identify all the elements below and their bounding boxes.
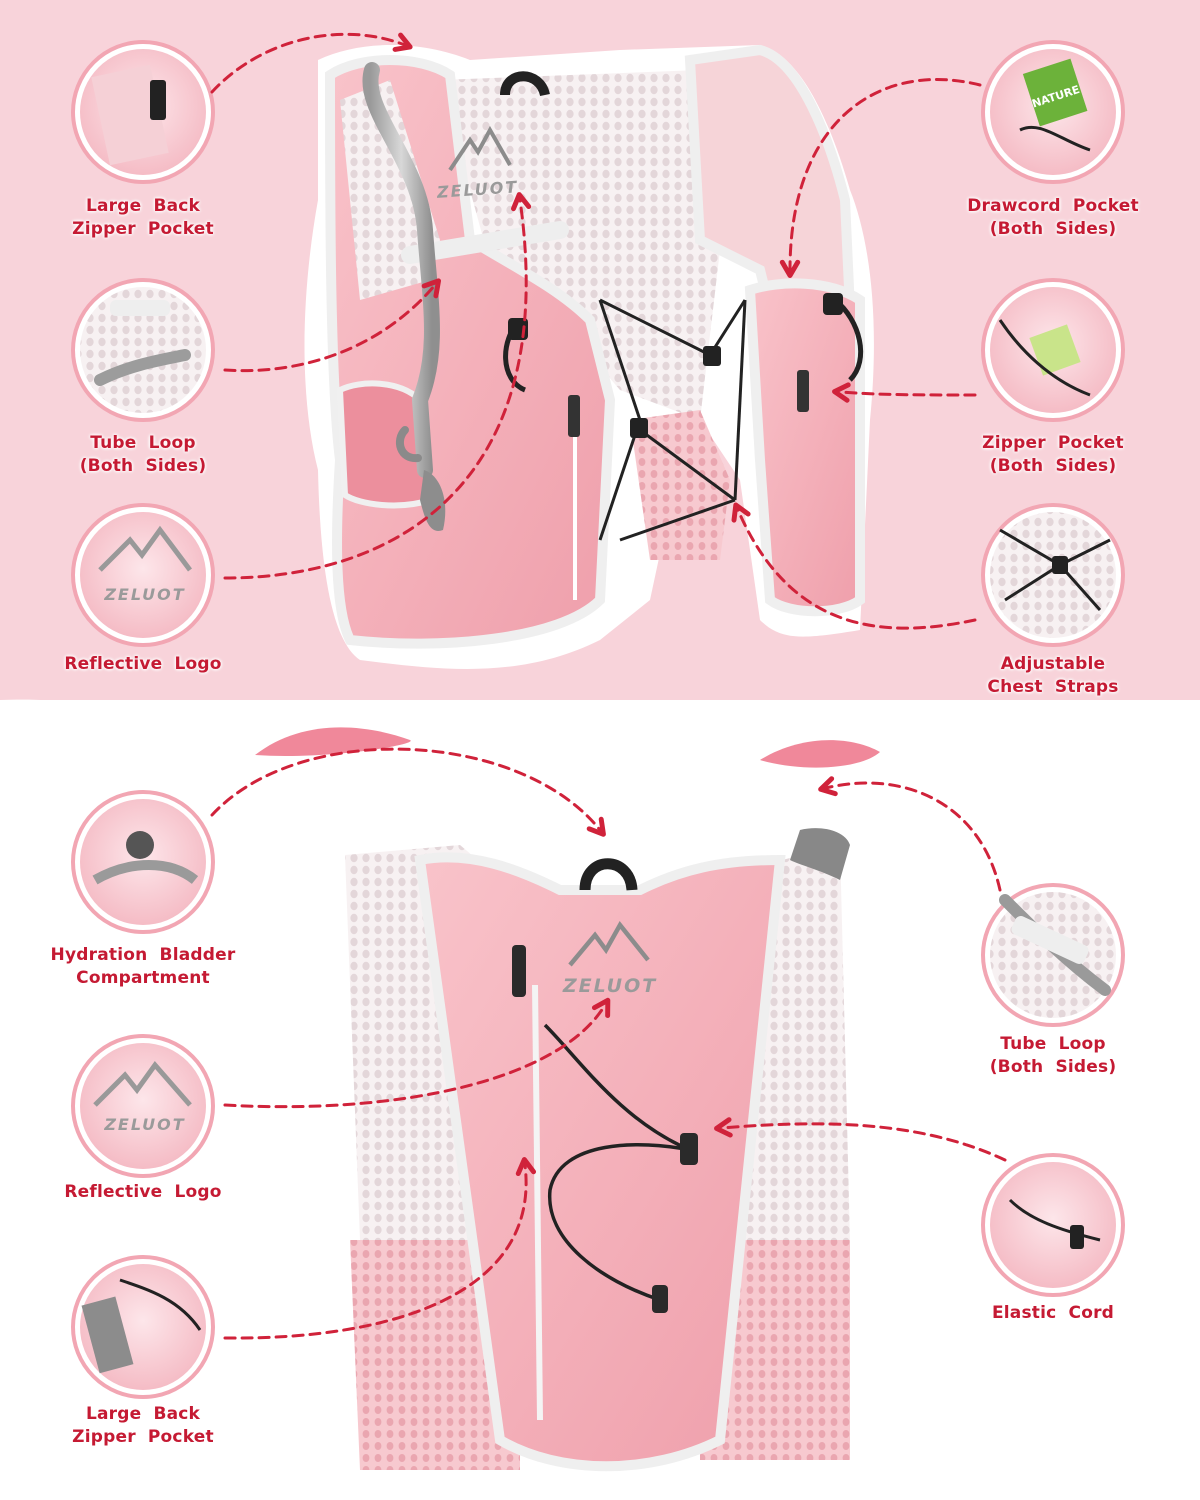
label-line: Drawcord Pocket bbox=[967, 196, 1139, 216]
callout-circle-hydration-bladder bbox=[71, 790, 215, 934]
top-vest-strap-buckle bbox=[703, 346, 721, 366]
label-line: Hydration Bladder bbox=[50, 945, 236, 965]
top-vest-side-mesh bbox=[630, 410, 730, 560]
label-large-back-pocket-2: Large Back Zipper Pocket bbox=[13, 1403, 273, 1449]
top-vest-back-mesh bbox=[440, 70, 720, 420]
arrow-large-back-pocket bbox=[210, 32, 413, 94]
callout-arrows bbox=[210, 32, 1007, 1340]
arrow-adjustable-chest-straps bbox=[731, 502, 977, 630]
callout-circle-drawcord-pocket: NATURE bbox=[981, 40, 1125, 184]
callout-circle-zipper-pocket bbox=[981, 278, 1125, 422]
arrow-tube-loop-2 bbox=[818, 776, 1002, 892]
callout-circle-reflective-logo: ZELUOT bbox=[71, 503, 215, 647]
label-line: Large Back bbox=[85, 1404, 201, 1424]
arrow-drawcord-pocket bbox=[779, 78, 982, 278]
bottom-vest-elastic-cord bbox=[543, 1023, 691, 1302]
mountain-logo-icon bbox=[448, 125, 512, 172]
label-reflective-logo: Reflective Logo bbox=[13, 653, 273, 676]
bottom-vest-tube-top bbox=[790, 828, 850, 880]
wave-accent-right bbox=[760, 740, 880, 768]
label-line: Large Back bbox=[85, 196, 201, 216]
label-line: Reflective Logo bbox=[64, 654, 222, 674]
top-vest-right-zipper-pull bbox=[797, 370, 809, 412]
callout-circle-tube-loop bbox=[71, 278, 215, 422]
bottom-vest-brand: ZELUOT bbox=[562, 975, 657, 997]
label-line: Adjustable bbox=[1000, 654, 1106, 674]
label-line: (Both Sides) bbox=[989, 1057, 1117, 1077]
mountain-logo-icon bbox=[568, 920, 650, 967]
label-adjustable-chest-straps: Adjustable Chest Straps bbox=[923, 653, 1183, 699]
callout-circle-large-back-pocket bbox=[71, 40, 215, 184]
arrow-zipper-pocket bbox=[832, 382, 977, 403]
callout-circle-tube-loop-2 bbox=[981, 883, 1125, 1027]
callout-logo-text: ZELUOT bbox=[103, 585, 185, 604]
bottom-vest-zipper-line bbox=[532, 984, 543, 1421]
top-vest: ZELUOT bbox=[304, 44, 874, 669]
top-vest-bite-valve bbox=[420, 470, 446, 531]
label-tube-loop-2: Tube Loop (Both Sides) bbox=[923, 1033, 1183, 1079]
label-elastic-cord: Elastic Cord bbox=[923, 1302, 1183, 1325]
bottom-vest-cord-lock bbox=[680, 1133, 698, 1165]
bottom-vest-handle bbox=[579, 858, 638, 891]
arrow-hydration-bladder bbox=[210, 747, 606, 837]
arrow-tube-loop bbox=[223, 278, 442, 373]
callout-circle-large-back-pocket-2 bbox=[71, 1255, 215, 1399]
bottom-vest-zipper-pull bbox=[512, 945, 526, 997]
bottom-vest-cord-lock-2 bbox=[652, 1285, 668, 1313]
label-line: Chest Straps bbox=[987, 677, 1119, 697]
label-line: (Both Sides) bbox=[989, 219, 1117, 239]
top-vest-bite-valve-ring bbox=[395, 426, 422, 463]
bottom-vest: ZELUOT bbox=[332, 821, 860, 1480]
label-line: (Both Sides) bbox=[989, 456, 1117, 476]
arrow-reflective-logo bbox=[223, 192, 532, 580]
top-vest-left-side-mesh bbox=[340, 80, 440, 300]
top-vest-zipper-pull bbox=[568, 395, 580, 437]
label-drawcord-pocket: Drawcord Pocket (Both Sides) bbox=[923, 195, 1183, 241]
arrow-reflective-logo-2 bbox=[223, 997, 611, 1109]
callout-circle-reflective-logo-2: ZELUOT bbox=[71, 1034, 215, 1178]
label-tube-loop: Tube Loop (Both Sides) bbox=[13, 432, 273, 478]
top-vest-strap-buckle-2 bbox=[630, 418, 648, 438]
callout-logo-text-2: ZELUOT bbox=[103, 1115, 185, 1134]
hydration-tube-icon bbox=[362, 62, 440, 478]
arrow-large-back-pocket-2 bbox=[223, 1157, 537, 1340]
label-hydration-bladder: Hydration Bladder Compartment bbox=[13, 944, 273, 990]
label-line: Zipper Pocket bbox=[72, 1427, 214, 1447]
label-large-back-pocket: Large Back Zipper Pocket bbox=[13, 195, 273, 241]
callout-circle-adjustable-chest-straps bbox=[981, 503, 1125, 647]
arrow-elastic-cord bbox=[714, 1117, 1007, 1162]
label-line: Zipper Pocket bbox=[982, 433, 1124, 453]
bottom-vest-back-panel bbox=[414, 852, 786, 1472]
label-zipper-pocket: Zipper Pocket (Both Sides) bbox=[923, 432, 1183, 478]
label-line: Compartment bbox=[76, 968, 210, 988]
label-line: (Both Sides) bbox=[79, 456, 207, 476]
callout-circles: ZELUOT NATURE bbox=[71, 40, 1125, 1399]
label-line: Elastic Cord bbox=[991, 1303, 1115, 1323]
label-line: Zipper Pocket bbox=[72, 219, 214, 239]
label-line: Tube Loop bbox=[90, 433, 196, 453]
callout-circle-elastic-cord bbox=[981, 1153, 1125, 1297]
top-vest-tube-loop-band bbox=[401, 221, 569, 264]
label-line: Reflective Logo bbox=[64, 1182, 222, 1202]
top-vest-handle bbox=[500, 71, 550, 97]
label-reflective-logo-2: Reflective Logo bbox=[13, 1181, 273, 1204]
top-vest-right-cord-lock bbox=[823, 293, 843, 315]
top-vest-right-pocket bbox=[744, 278, 865, 617]
label-line: Tube Loop bbox=[1000, 1034, 1106, 1054]
